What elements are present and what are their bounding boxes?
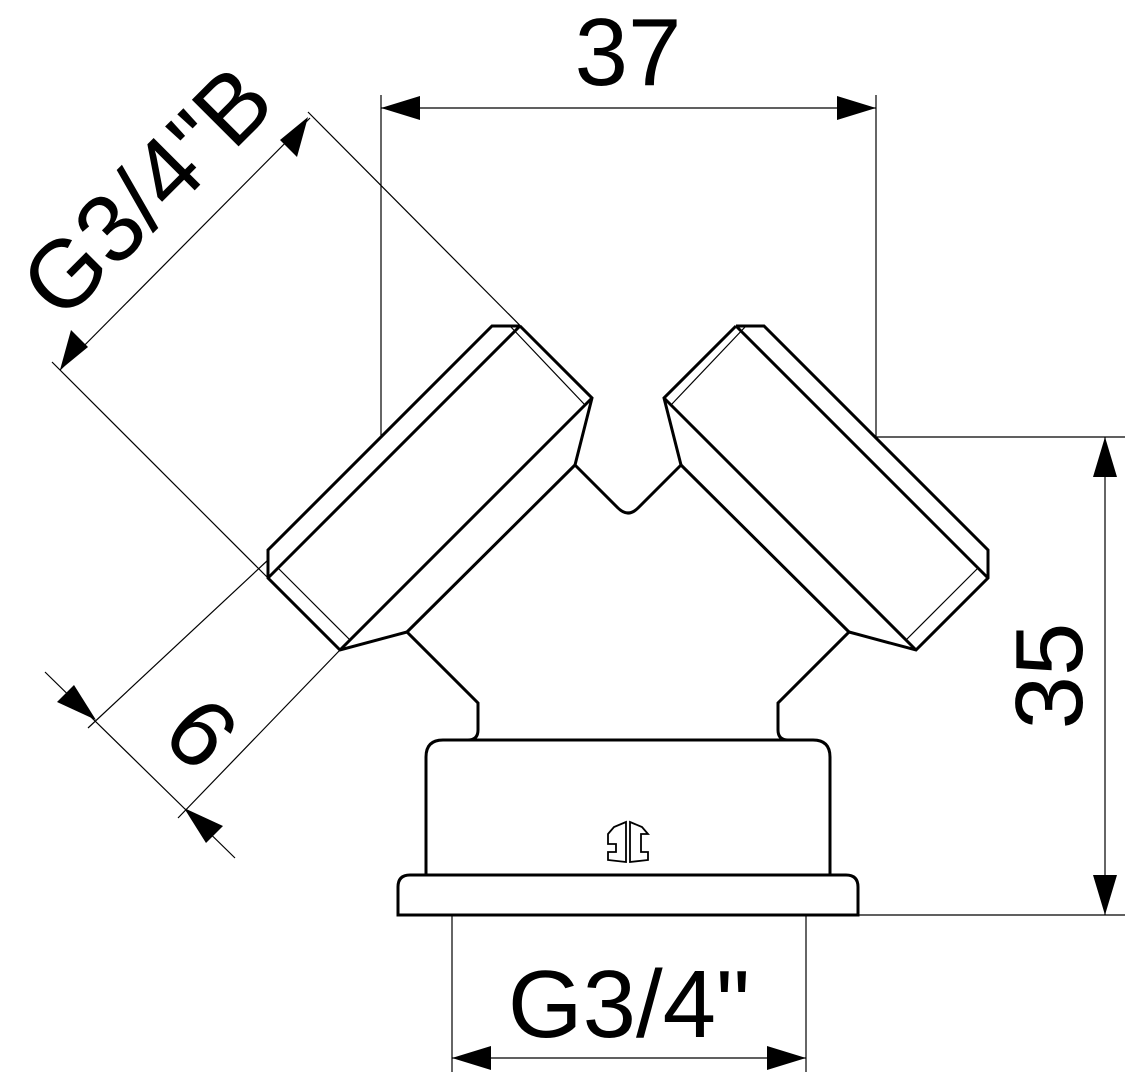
nut	[424, 738, 832, 875]
dimension-37: 37	[380, 0, 877, 437]
dimension-arm-thread: G3/4"B	[1, 46, 593, 579]
arm-length-label: 9	[145, 676, 258, 789]
dimension-37-label: 37	[575, 0, 682, 106]
right-arm	[662, 324, 990, 652]
dimension-35-label: 35	[996, 623, 1103, 730]
arm-thread-label: G3/4"B	[1, 46, 293, 338]
dimension-bottom-thread: G3/4"	[451, 915, 807, 1072]
neck-right	[776, 630, 851, 742]
neck-left	[405, 630, 480, 742]
left-arm	[266, 324, 594, 652]
y-notch	[573, 463, 683, 515]
flange	[396, 873, 860, 917]
logo-icon	[607, 820, 650, 864]
fitting-body	[266, 324, 990, 917]
dimension-35: 35	[858, 436, 1125, 916]
bottom-thread-label: G3/4"	[508, 951, 750, 1058]
